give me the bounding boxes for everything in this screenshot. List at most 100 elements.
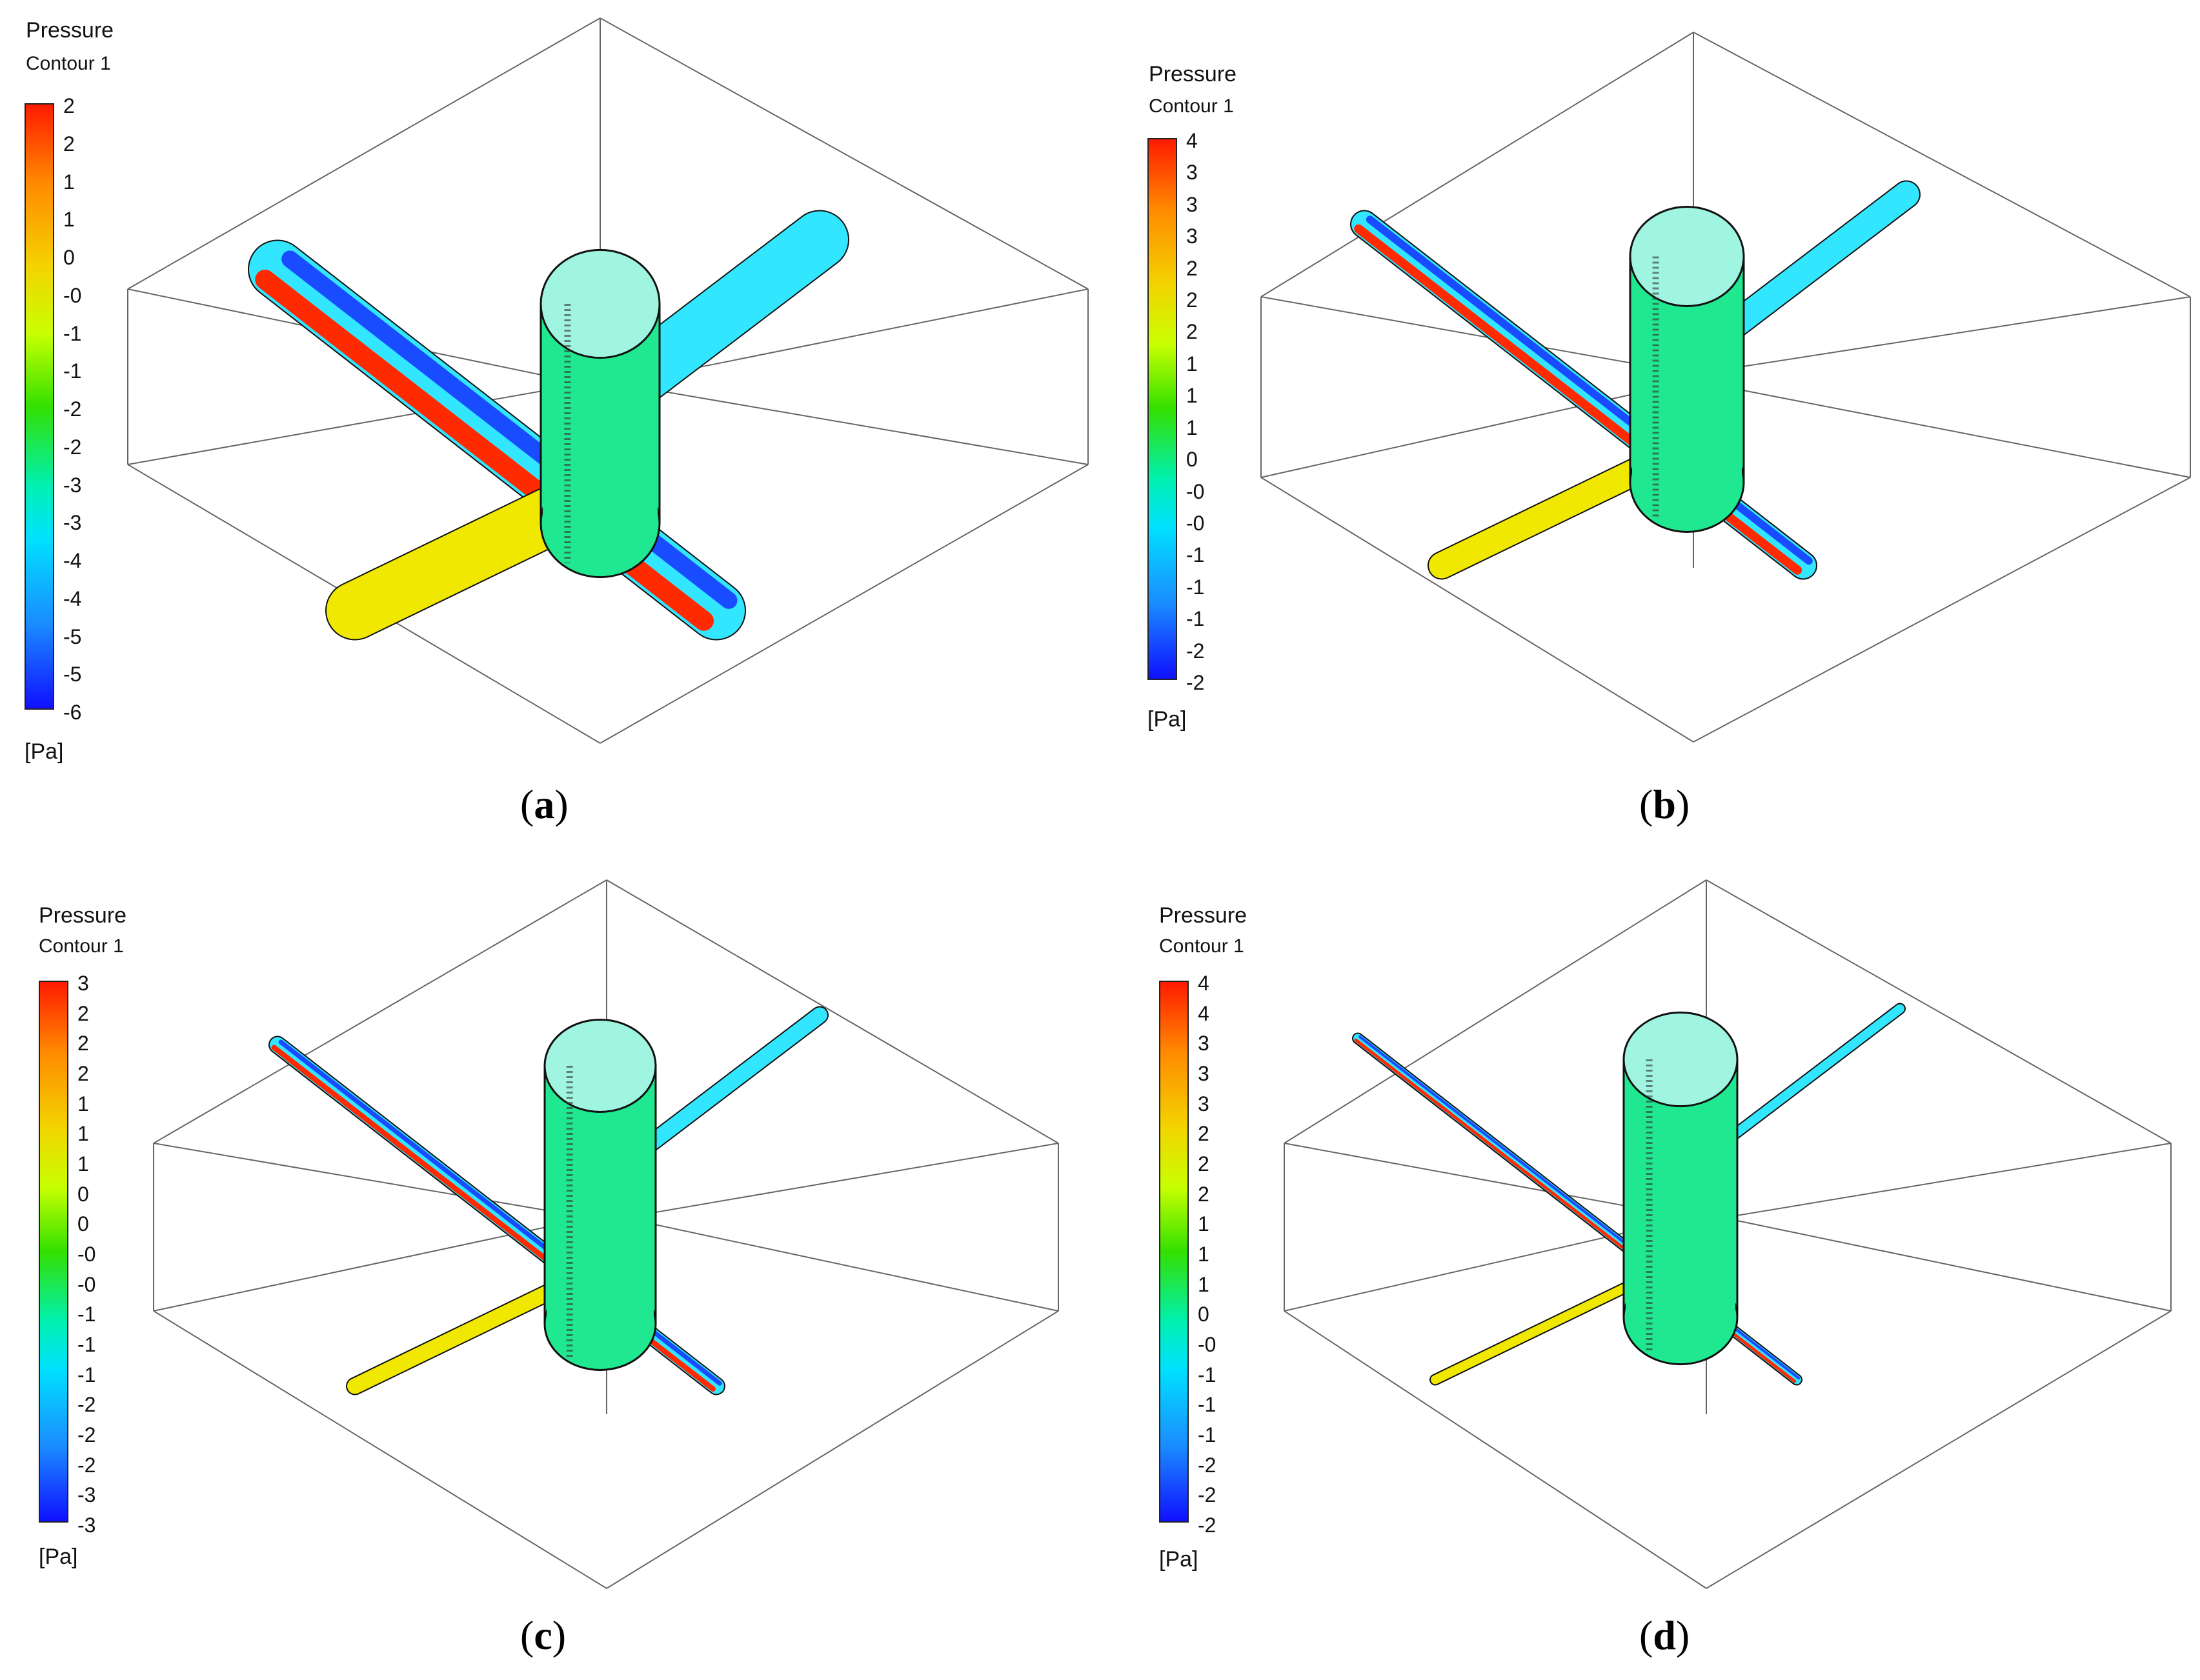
legend-title: Pressure <box>26 18 114 43</box>
colorbar-tick-label: -0 <box>63 283 82 307</box>
colorbar-tick-label: -5 <box>63 625 82 648</box>
colorbar-tick-label: -3 <box>63 511 82 535</box>
colorbar-tick-label: -0 <box>77 1243 96 1266</box>
colorbar-tick-label: 2 <box>77 1062 89 1085</box>
pressure-colorbar <box>39 981 68 1523</box>
caption-label: (c) <box>520 1612 567 1658</box>
pressure-colorbar <box>1147 138 1177 680</box>
legend-subtitle: Contour 1 <box>1159 935 1244 957</box>
box-edge <box>127 17 601 290</box>
colorbar-tick-label: 2 <box>1198 1182 1209 1206</box>
colorbar-tick-label: 0 <box>63 246 75 269</box>
pressure-colorbar <box>25 103 54 710</box>
box-edge <box>1693 296 2191 375</box>
colorbar-tick-label: -1 <box>77 1363 96 1386</box>
colorbar-tick-label: 2 <box>63 94 75 117</box>
legend-subtitle: Contour 1 <box>1149 95 1234 117</box>
unit-label: [Pa] <box>1159 1547 1198 1572</box>
chamber-top-opening <box>1629 206 1745 307</box>
colorbar-tick-label: 3 <box>1186 225 1198 248</box>
box-edge <box>1284 1310 1707 1589</box>
caption-letter: d <box>1653 1612 1676 1658</box>
legend-subtitle: Contour 1 <box>39 935 124 957</box>
legend-title: Pressure <box>39 903 127 928</box>
box-edge <box>1260 380 1694 478</box>
colorbar-tick-label: -3 <box>77 1483 96 1507</box>
colorbar-tick-label: 3 <box>1198 1062 1209 1085</box>
colorbar-tick-label: -2 <box>1198 1453 1216 1477</box>
colorbar-tick-label: 3 <box>1198 1032 1209 1055</box>
colorbar-tick-label: 2 <box>1186 256 1198 280</box>
colorbar-tick-label: -1 <box>1198 1363 1216 1386</box>
colorbar-tick-label: -0 <box>77 1272 96 1296</box>
colorbar-tick-label: 0 <box>77 1212 89 1236</box>
colorbar-tick-label: 2 <box>1186 320 1198 344</box>
box-edge <box>606 879 1059 1144</box>
colorbar-tick-label: -1 <box>1186 607 1205 631</box>
colorbar-tick-label: 1 <box>77 1122 89 1146</box>
box-edge <box>1706 1310 2172 1589</box>
colorbar-tick-label: -2 <box>1198 1483 1216 1507</box>
box-edge <box>600 464 1089 744</box>
colorbar-tick-label: -3 <box>63 473 82 497</box>
colorbar-tick-label: -5 <box>63 663 82 686</box>
colorbar-tick-label: 3 <box>77 972 89 995</box>
colorbar-tick-label: 0 <box>77 1182 89 1206</box>
box-edge <box>1260 477 1694 743</box>
legend-title: Pressure <box>1149 62 1237 86</box>
colorbar-tick-label: 1 <box>1186 415 1198 439</box>
caption-letter: c <box>534 1612 552 1658</box>
colorbar-tick-label: 4 <box>1198 972 1209 995</box>
pipe-geometry-scene <box>1284 879 2172 1589</box>
colorbar-tick-label: 1 <box>63 170 75 194</box>
colorbar-tick-label: 1 <box>63 208 75 232</box>
colorbar-tick-label: -1 <box>1186 543 1205 567</box>
box-edge <box>600 380 1089 465</box>
colorbar-tick-label: -0 <box>1186 479 1205 503</box>
colorbar-tick-label: 2 <box>1186 288 1198 312</box>
box-edge <box>1284 879 1707 1144</box>
colorbar-tick-label: 1 <box>77 1152 89 1175</box>
colorbar-tick-label: -0 <box>1198 1333 1216 1356</box>
colorbar-tick-label: -1 <box>1198 1423 1216 1446</box>
box-edge <box>600 17 1089 290</box>
colorbar-tick-label: 0 <box>1186 448 1198 472</box>
box-edge <box>606 1310 1059 1589</box>
colorbar-tick-label: 1 <box>1198 1212 1209 1236</box>
box-edge <box>153 1143 607 1221</box>
unit-label: [Pa] <box>39 1545 78 1569</box>
legend-title: Pressure <box>1159 903 1247 928</box>
colorbar-tick-label: 1 <box>77 1092 89 1115</box>
unit-label: [Pa] <box>1147 707 1187 732</box>
chamber-top-opening <box>543 1019 657 1113</box>
pipe-geometry-scene <box>127 17 1089 744</box>
colorbar-tick-label: 4 <box>1198 1001 1209 1025</box>
colorbar-tick-label: -1 <box>1198 1393 1216 1417</box>
box-edge <box>606 1214 1059 1312</box>
colorbar-tick-label: -2 <box>77 1393 96 1417</box>
colorbar-tick-label: -4 <box>63 549 82 572</box>
caption-letter: a <box>534 781 555 827</box>
caption-label: (d) <box>1639 1612 1690 1658</box>
colorbar-tick-label: 2 <box>77 1001 89 1025</box>
colorbar-tick-label: -1 <box>63 359 82 383</box>
colorbar-tick-label: -1 <box>77 1303 96 1326</box>
box-edge <box>1260 296 1694 375</box>
colorbar-tick-label: -1 <box>63 321 82 345</box>
chamber-top-opening <box>540 248 661 359</box>
colorbar-tick-label: -3 <box>77 1514 96 1537</box>
box-edge <box>153 1214 607 1312</box>
colorbar-tick-label: -2 <box>1198 1514 1216 1537</box>
colorbar-tick-label: -1 <box>77 1333 96 1356</box>
pipe-geometry-scene <box>153 879 1059 1589</box>
pipe-geometry-scene <box>1260 32 2191 743</box>
colorbar-tick-label: 3 <box>1186 161 1198 185</box>
box-edge <box>1706 1214 2172 1312</box>
box-edge <box>1260 32 1694 297</box>
box-edge <box>1706 879 2172 1144</box>
box-edge <box>127 380 601 465</box>
caption-letter: b <box>1653 781 1676 827</box>
